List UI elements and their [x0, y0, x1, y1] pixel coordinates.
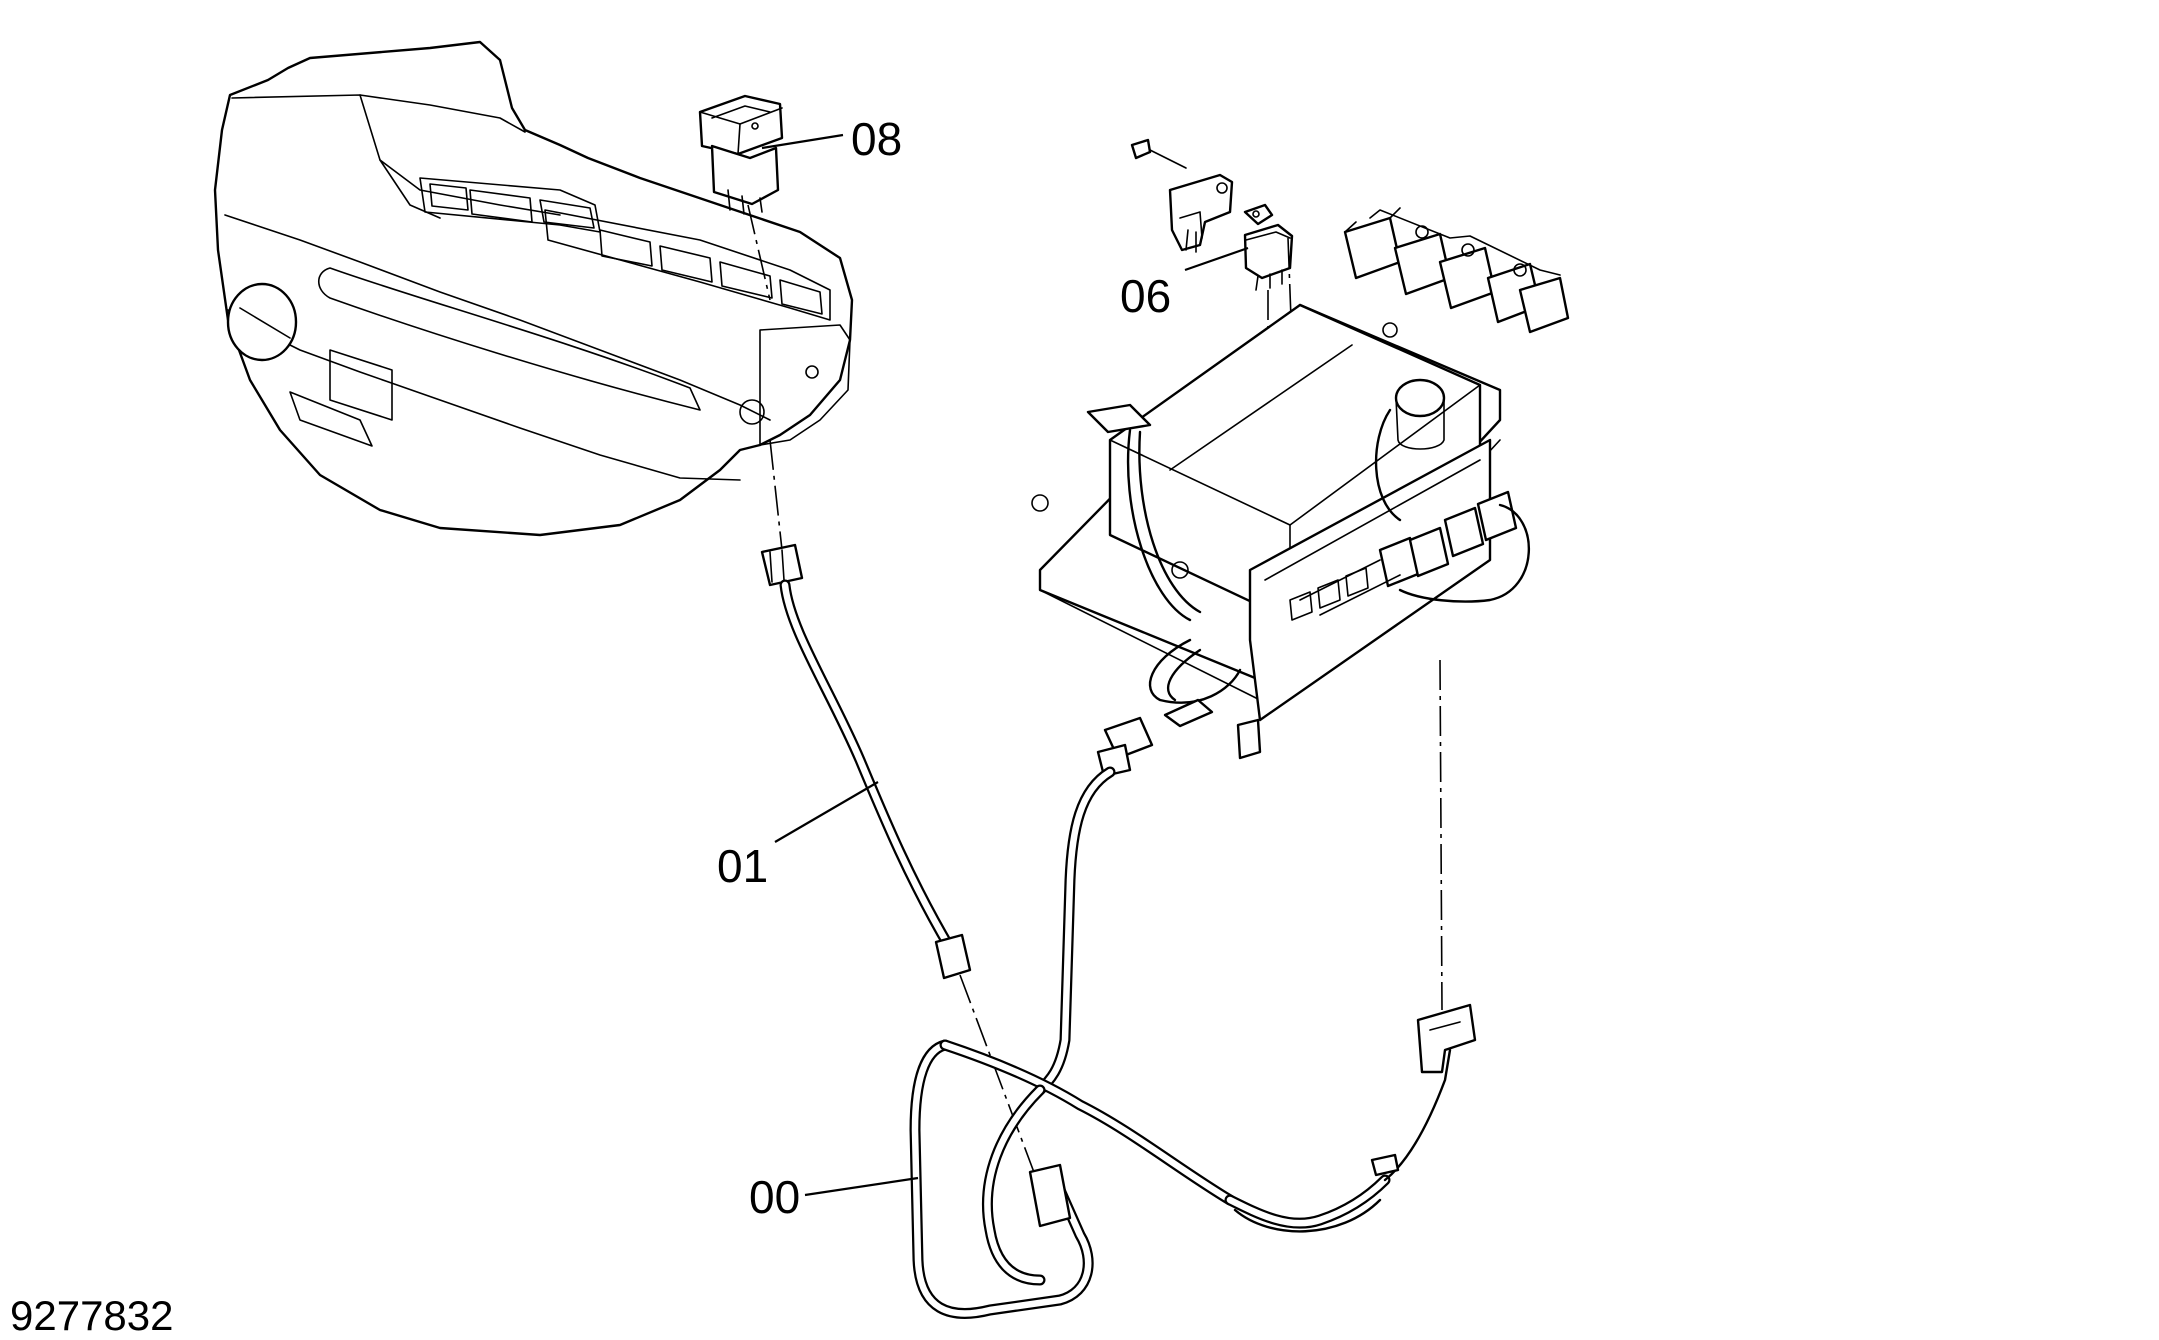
leader-08	[761, 133, 844, 150]
fuse-box-drawing	[1031, 207, 1570, 1011]
leader-01	[774, 781, 879, 843]
document-number: 9277832	[10, 1292, 174, 1339]
leader-06	[1184, 246, 1249, 272]
relay-row-front	[1289, 490, 1518, 621]
relay-bracket-drawing	[1130, 138, 1301, 561]
rocker-switch-drawing	[698, 94, 784, 301]
relay-row-top	[1343, 207, 1570, 334]
callout-06: 06	[1120, 270, 1171, 322]
switch-bays	[419, 177, 831, 321]
console-housing-drawing	[213, 40, 854, 537]
callout-00: 00	[749, 1171, 800, 1223]
callout-01: 01	[717, 840, 768, 892]
callout-08: 08	[851, 113, 902, 165]
harness-01-drawing	[760, 439, 1036, 1176]
harness-00-drawing	[909, 716, 1477, 1319]
leader-00	[804, 1176, 919, 1197]
